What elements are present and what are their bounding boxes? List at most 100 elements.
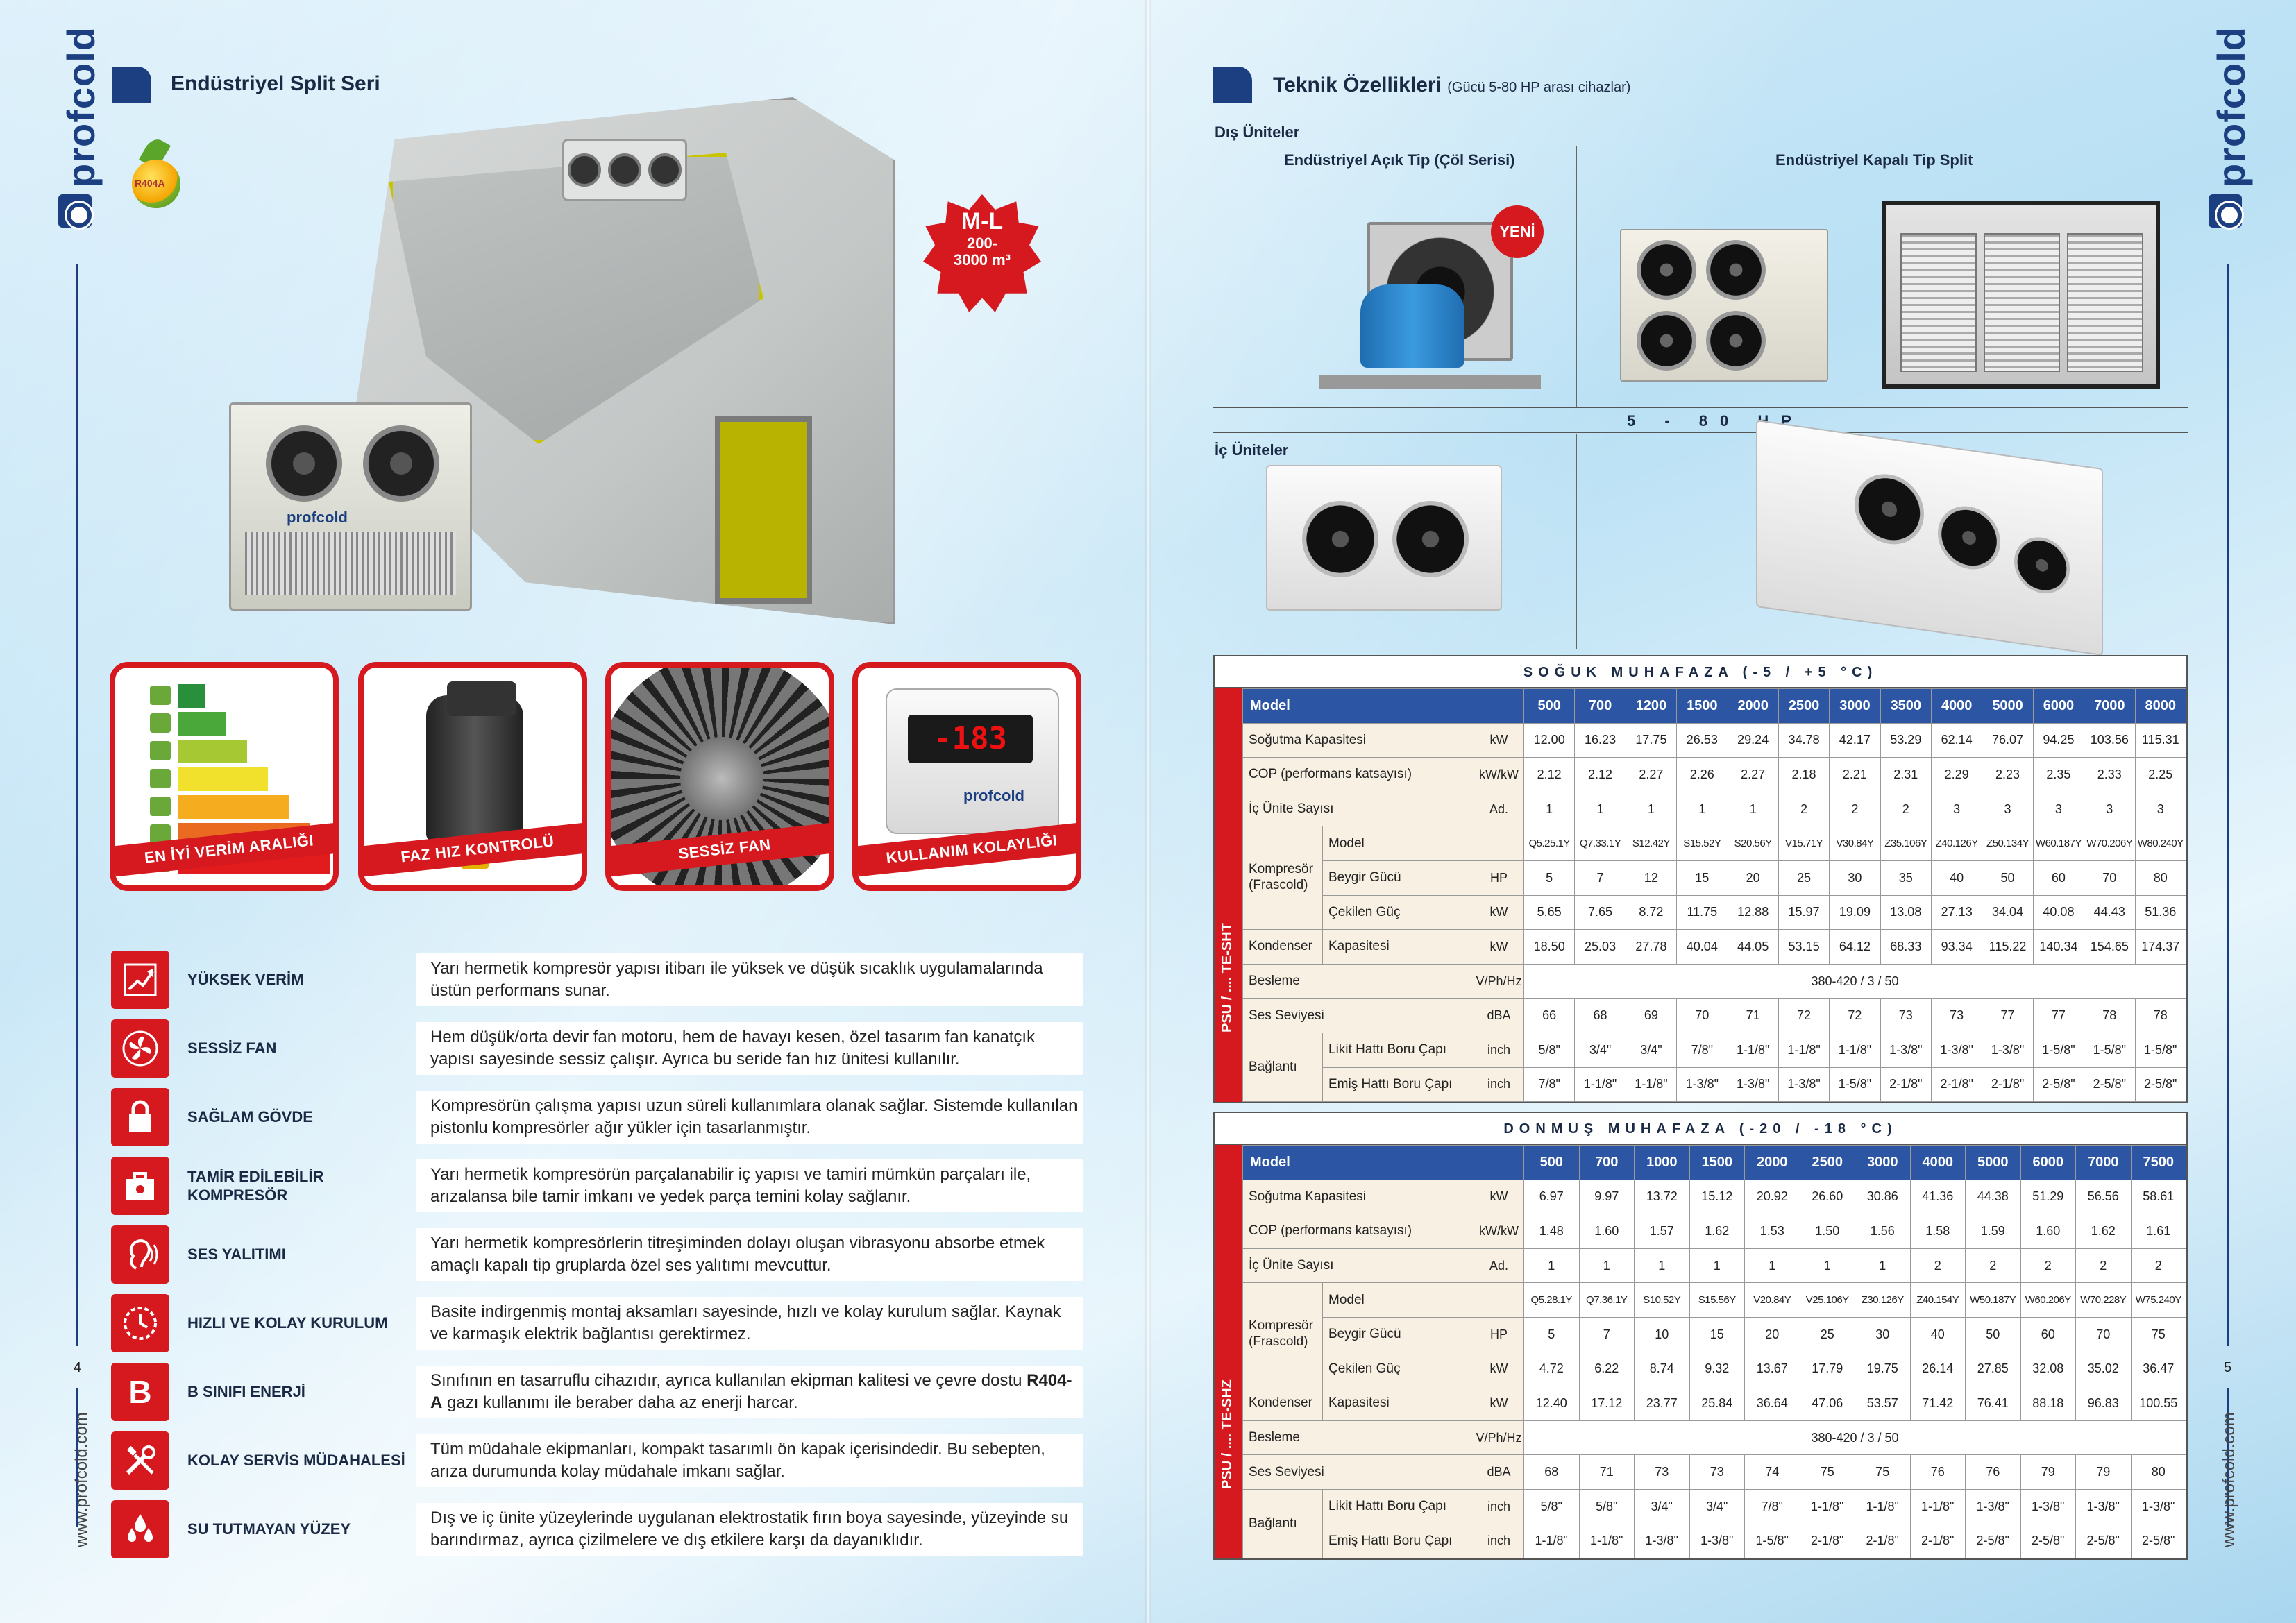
model-cell: 6000 (2020, 1145, 2076, 1180)
row-unit: kW (1474, 1351, 1524, 1387)
table-cell: 1-5/8" (1829, 1067, 1881, 1103)
table-cell: 20 (1727, 860, 1779, 896)
table-caption: SOĞUK MUHAFAZA (-5 / +5 °C) (1213, 655, 2188, 687)
feature-desc: Dış ve iç ünite yüzeylerinde uygulanan e… (416, 1503, 1083, 1556)
table-cell: W60.206Y (2020, 1282, 2076, 1318)
table-cell: 1-3/8" (1880, 1032, 1932, 1068)
table-cell: 2.12 (1523, 757, 1576, 792)
table-cell: 7/8" (1523, 1067, 1576, 1103)
model-cell: 7500 (2130, 1145, 2186, 1180)
table-cell: 80 (2130, 1454, 2186, 1490)
right-side-strip: profcold 5 www.profcold.com (2206, 0, 2296, 1623)
energy-bar-a (178, 684, 205, 708)
table-cell: 6.97 (1523, 1179, 1580, 1215)
website-link[interactable]: www.profcold.com (2220, 1412, 2238, 1547)
profcold-logo: profcold (56, 26, 103, 228)
right-page: profcold 5 www.profcold.com (1148, 0, 2296, 1623)
table-cell: 115.31 (2134, 722, 2186, 758)
table-cell: 1-5/8" (2084, 1032, 2136, 1068)
table-cell: 23.77 (1634, 1386, 1690, 1421)
row-label: COP (performans katsayısı) (1242, 757, 1474, 792)
table-cell: 2.31 (1880, 757, 1932, 792)
table-cell: 32.08 (2020, 1351, 2076, 1387)
unit-brand-label: profcold (287, 509, 348, 526)
tools-icon (111, 1431, 169, 1490)
table-cell: 70 (2075, 1316, 2132, 1352)
row-label: Çekilen Güç (1322, 1351, 1474, 1387)
feature-name: HIZLI VE KOLAY KURULUM (187, 1314, 388, 1332)
table-cell: 77 (1982, 998, 2034, 1033)
model-cell: 2000 (1744, 1145, 1800, 1180)
spec-table-freezing: DONMUŞ MUHAFAZA (-20 / -18 °C)PSU / ....… (1213, 1112, 2188, 1561)
model-cell: 3000 (1829, 688, 1881, 724)
row-unit: kW (1474, 1386, 1524, 1421)
table-cell: 3 (2084, 791, 2136, 827)
row-unit (1474, 826, 1524, 861)
new-badge: YENİ (1491, 205, 1544, 258)
website-link[interactable]: www.profcold.com (72, 1412, 91, 1547)
table-cell: 1-1/8" (1855, 1488, 1911, 1524)
table-cell: W50.187Y (1965, 1282, 2021, 1318)
table-cell: 3/4" (1625, 1032, 1678, 1068)
table-cell: 20 (1744, 1316, 1800, 1352)
row-unit: HP (1474, 1316, 1524, 1352)
house-icon (150, 797, 171, 816)
card-ease-of-use: -183 profcold KULLANIM KOLAYLIĞI (852, 662, 1081, 891)
model-cell: 8000 (2134, 688, 2186, 724)
feature-high-efficiency: YÜKSEK VERİM Yarı hermetik kompresör yap… (111, 951, 1083, 1009)
table-cell: 1.53 (1744, 1214, 1800, 1249)
ear-icon (111, 1225, 169, 1284)
table-cell: 1-1/8" (1523, 1523, 1580, 1559)
row-label: İç Ünite Sayısı (1242, 791, 1474, 827)
table-cell: 72 (1829, 998, 1881, 1033)
model-header: Model (1242, 688, 1524, 724)
table-side-label: PSU / .... TE-SHT (1215, 688, 1242, 1103)
model-cell: 1000 (1634, 1145, 1690, 1180)
row-unit: Ad. (1474, 791, 1524, 827)
lock-icon (111, 1088, 169, 1146)
fan-icon (1855, 469, 1924, 549)
row-unit: HP (1474, 860, 1524, 896)
badge-range-start: 200- (966, 235, 998, 252)
table-cell: 30.86 (1855, 1179, 1911, 1215)
fan-icon (363, 425, 439, 502)
table-cell: 115.22 (1982, 929, 2034, 965)
fan-icon (266, 425, 342, 502)
row-unit: kW (1474, 929, 1524, 965)
table-cell: 53.29 (1880, 722, 1932, 758)
group-label: Kondenser (1242, 929, 1323, 965)
energy-bar-c (178, 740, 247, 763)
table-cell: 9.32 (1689, 1351, 1745, 1387)
title-mark-icon (112, 67, 151, 103)
model-cell: 500 (1523, 688, 1576, 724)
model-cell: 1500 (1676, 688, 1728, 724)
feature-desc: Yarı hermetik kompresör yapısı itibarı i… (416, 953, 1083, 1006)
table-cell: 1-3/8" (1778, 1067, 1830, 1103)
table-cell: 1 (1634, 1248, 1690, 1284)
table-cell: 53.15 (1778, 929, 1830, 965)
table-cell: 3 (2134, 791, 2186, 827)
title-subtitle: (Gücü 5-80 HP arası cihazlar) (1447, 80, 1631, 95)
card-efficiency: EN İYİ VERİM ARALIĞI (110, 662, 339, 891)
compressor-image (1360, 284, 1464, 368)
side-rule (2227, 264, 2229, 1346)
table-cell: 77 (2032, 998, 2085, 1033)
page-title: Teknik Özellikleri (Gücü 5-80 HP arası c… (1273, 74, 1630, 97)
card-silent-fan: SESSİZ FAN (605, 662, 834, 891)
feature-quick-install: HIZLI VE KOLAY KURULUM Basite indirgenmi… (111, 1294, 1083, 1352)
closed-type-label: Endüstriyel Kapalı Tip Split (1775, 151, 1973, 169)
table-cell: 64.12 (1829, 929, 1881, 965)
table-cell: 11.75 (1676, 894, 1728, 931)
table-cell: 2.23 (1982, 757, 2034, 792)
table-cell: 1 (1578, 1248, 1635, 1284)
table-cell: 1-5/8" (2134, 1032, 2186, 1068)
table-cell: 3 (2032, 791, 2085, 827)
